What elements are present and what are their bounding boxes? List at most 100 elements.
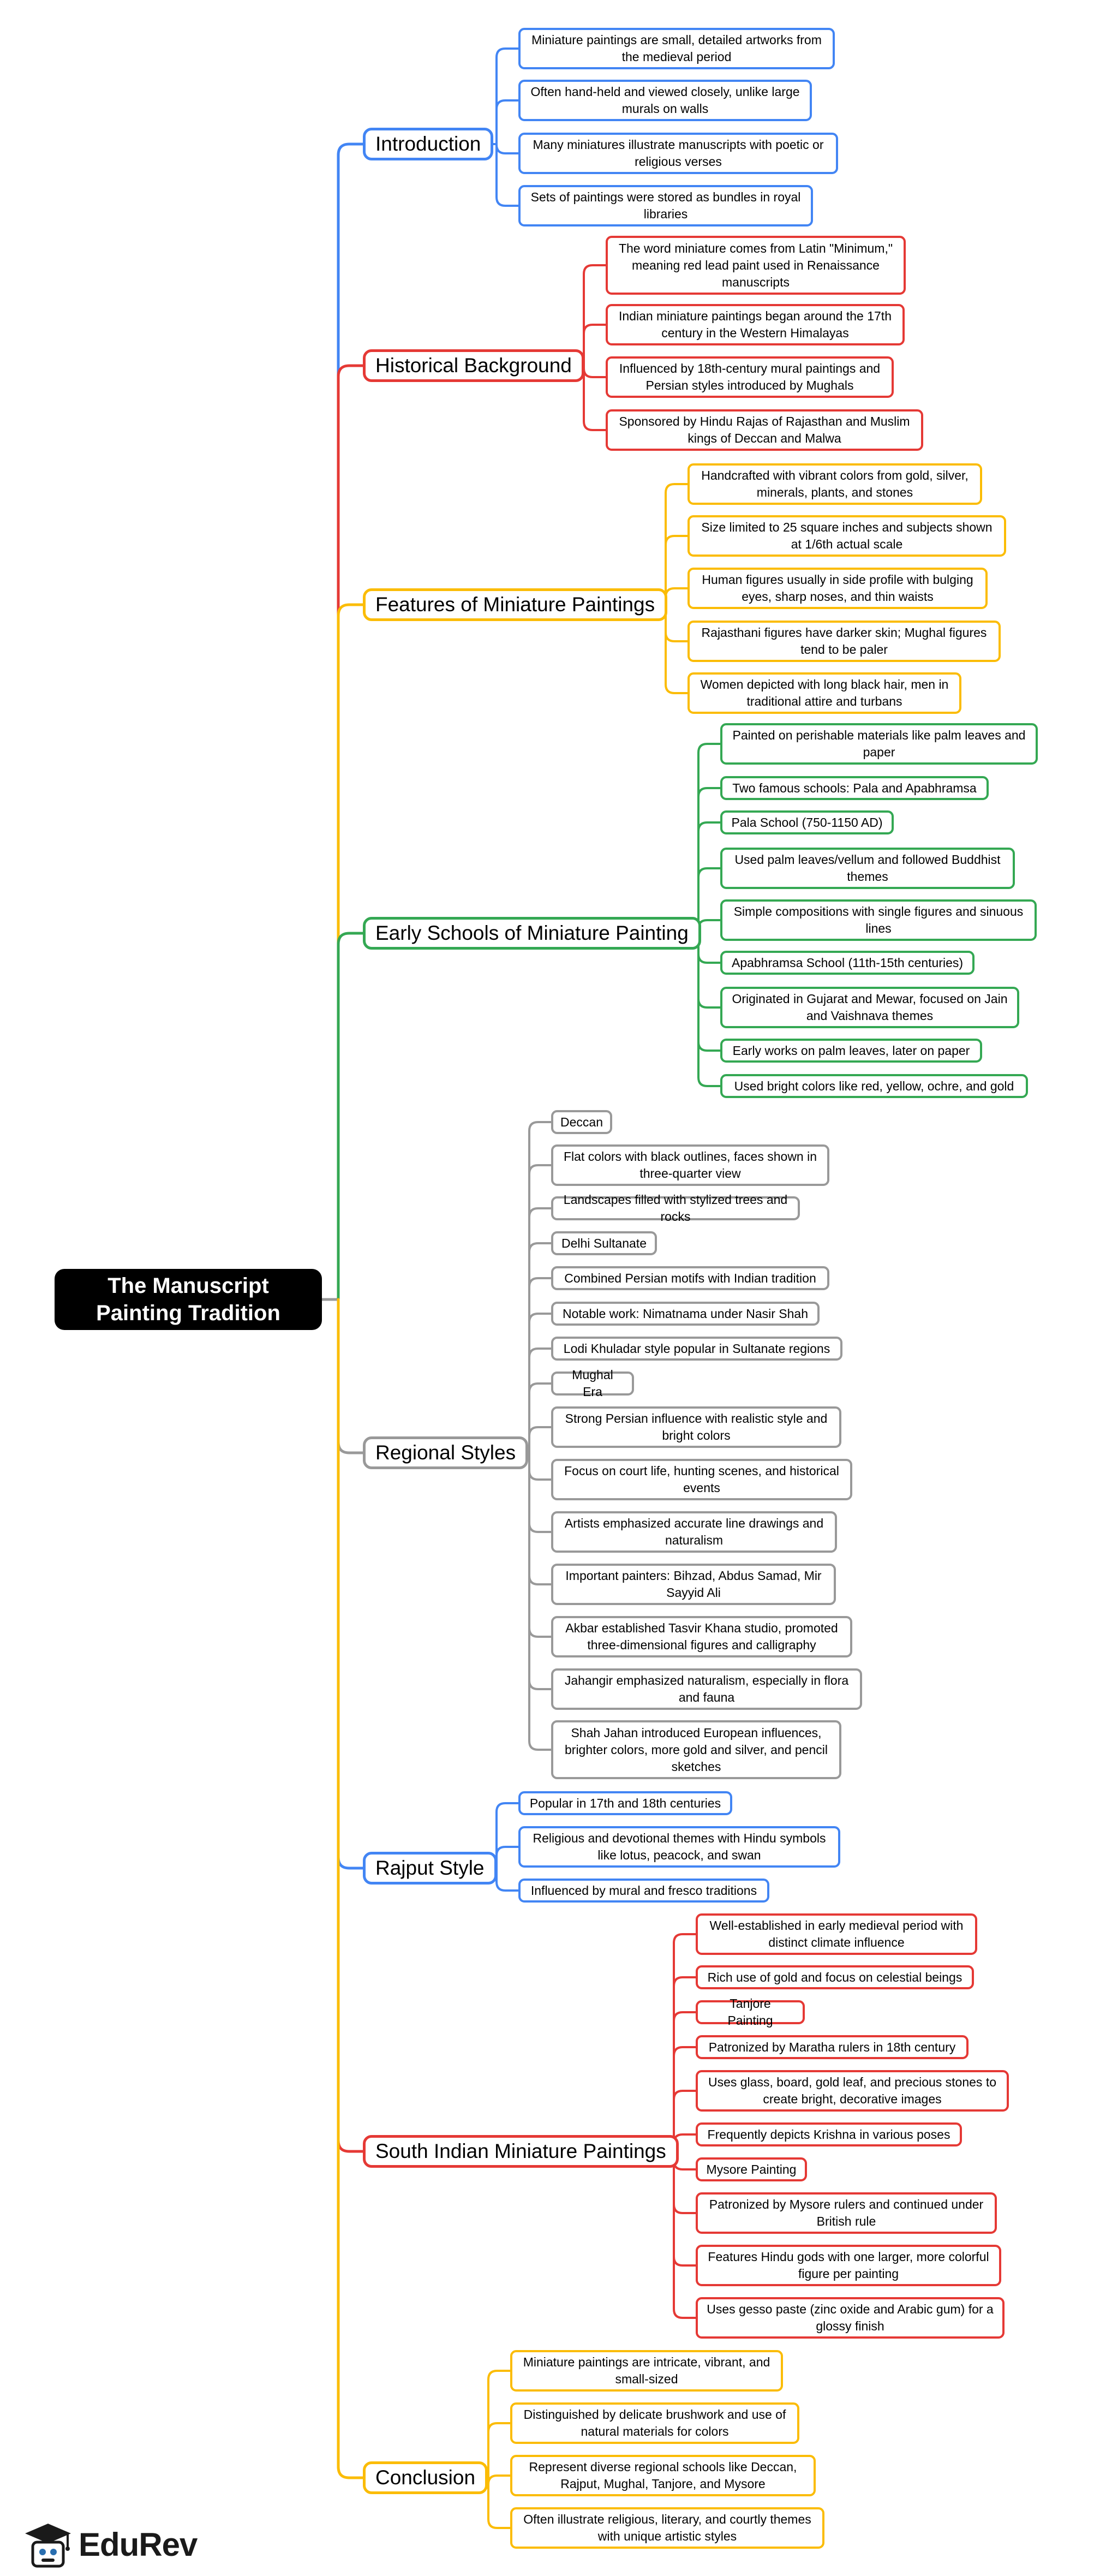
connector (583, 264, 607, 367)
connector (487, 2370, 511, 2479)
connector (337, 932, 364, 1301)
leaf-node: Rich use of gold and focus on celestial … (696, 1965, 974, 1989)
connector (697, 743, 721, 934)
leaf-node: The word miniature comes from Latin "Min… (606, 236, 906, 295)
leaf-node: Popular in 17th and 18th centuries (518, 1791, 732, 1815)
leaf-node: Tanjore Painting (696, 1996, 805, 2028)
leaf-node: Represent diverse regional schools like … (510, 2455, 816, 2496)
branch-features-of-miniature-paintings: Features of Miniature Paintings (363, 588, 668, 621)
connector (697, 932, 721, 964)
connector (528, 1452, 552, 1533)
connector (337, 1298, 364, 1870)
leaf-node: Artists emphasized accurate line drawing… (551, 1511, 837, 1553)
leaf-node: Mughal Era (551, 1368, 634, 1399)
connector (697, 919, 721, 934)
connector (528, 1207, 552, 1454)
branch-conclusion: Conclusion (363, 2461, 488, 2494)
leaf-node: Religious and devotional themes with Hin… (518, 1826, 840, 1868)
branch-early-schools-of-miniature-painting: Early Schools of Miniature Painting (363, 917, 701, 950)
connector (487, 2477, 511, 2529)
leaf-node: Often hand-held and viewed closely, unli… (518, 80, 812, 121)
leaf-node: Pala School (750-1150 AD) (720, 810, 894, 834)
edurev-logo: EduRev (21, 2517, 198, 2572)
leaf-node: Miniature paintings are intricate, vibra… (510, 2350, 783, 2392)
leaf-node: Uses glass, board, gold leaf, and precio… (696, 2070, 1009, 2112)
connector (697, 932, 721, 1009)
connector (583, 365, 607, 378)
leaf-node: Two famous schools: Pala and Apabhramsa (720, 776, 989, 800)
connector (495, 143, 519, 207)
leaf-node: Indian miniature paintings began around … (606, 304, 905, 345)
leaf-node: Rajasthani figures have darker skin; Mug… (688, 621, 1001, 662)
leaf-node: Influenced by 18th-century mural paintin… (606, 356, 894, 398)
connector (697, 821, 721, 934)
leaf-node: Akbar established Tasvir Khana studio, p… (551, 1616, 852, 1657)
connector (337, 1298, 364, 1454)
connector (495, 47, 519, 145)
connector (673, 2011, 697, 2152)
leaf-node: Combined Persian motifs with Indian trad… (551, 1266, 829, 1290)
leaf-node: Size limited to 25 square inches and sub… (688, 515, 1006, 557)
leaf-node: Well-established in early medieval perio… (696, 1913, 977, 1955)
leaf-node: Flat colors with black outlines, faces s… (551, 1144, 829, 1186)
leaf-node: Strong Persian influence with realistic … (551, 1406, 841, 1448)
connector (697, 787, 721, 934)
connector (528, 1121, 552, 1454)
leaf-node: Often illustrate religious, literary, an… (510, 2507, 824, 2549)
leaf-node: Important painters: Bihzad, Abdus Samad,… (551, 1564, 836, 1605)
connector (673, 2046, 697, 2152)
connector (495, 1867, 519, 1892)
leaf-node: Many miniatures illustrate manuscripts w… (518, 133, 838, 174)
connector (528, 1242, 552, 1454)
leaf-node: Uses gesso paste (zinc oxide and Arabic … (696, 2297, 1005, 2339)
leaf-node: Frequently depicts Krishna in various po… (696, 2122, 962, 2146)
leaf-node: Used palm leaves/vellum and followed Bud… (720, 848, 1015, 889)
connector (665, 535, 689, 606)
leaf-node: Painted on perishable materials like pal… (720, 723, 1038, 765)
connector (697, 867, 721, 934)
leaf-node: Features Hindu gods with one larger, mor… (696, 2245, 1001, 2286)
leaf-node: Influenced by mural and fresco tradition… (518, 1879, 769, 1903)
connector (673, 2150, 697, 2319)
connector (673, 1976, 697, 2152)
branch-rajput-style: Rajput Style (363, 1852, 497, 1885)
connector (528, 1347, 552, 1454)
connector (583, 365, 607, 431)
leaf-node: Used bright colors like red, yellow, och… (720, 1074, 1028, 1098)
connector (528, 1164, 552, 1454)
leaf-node: Distinguished by delicate brushwork and … (510, 2402, 799, 2444)
branch-south-indian-miniature-paintings: South Indian Miniature Paintings (363, 2135, 679, 2168)
leaf-node: Jahangir emphasized naturalism, especial… (551, 1668, 862, 1710)
leaf-node: Early works on palm leaves, later on pap… (720, 1039, 982, 1063)
connector (495, 99, 519, 145)
connector (528, 1313, 552, 1454)
connector (337, 1298, 364, 2153)
leaf-node: Notable work: Nimatnama under Nasir Shah (551, 1302, 820, 1326)
connector (665, 604, 689, 694)
leaf-node: Originated in Gujarat and Mewar, focused… (720, 987, 1019, 1028)
connector (697, 932, 721, 1052)
connector (487, 2422, 511, 2479)
leaf-node: Human figures usually in side profile wi… (688, 568, 988, 609)
connector (665, 604, 689, 642)
connector (487, 2474, 511, 2485)
connector (583, 324, 607, 367)
root-topic: The Manuscript Painting Tradition (55, 1269, 322, 1330)
brand-name: EduRev (79, 2526, 198, 2563)
branch-introduction: Introduction (363, 128, 494, 160)
leaf-node: Delhi Sultanate (551, 1231, 657, 1255)
leaf-node: Sponsored by Hindu Rajas of Rajasthan an… (606, 409, 923, 451)
connector (528, 1452, 552, 1585)
leaf-node: Shah Jahan introduced European influence… (551, 1720, 841, 1779)
connector (337, 1298, 364, 2479)
leaf-node: Mysore Painting (696, 2157, 807, 2181)
connector (528, 1382, 552, 1454)
graduation-cap-icon (25, 2524, 71, 2568)
connector (528, 1277, 552, 1454)
connector (337, 603, 364, 1301)
leaf-node: Patronized by Maratha rulers in 18th cen… (696, 2035, 969, 2059)
leaf-node: Apabhramsa School (11th-15th centuries) (720, 951, 975, 975)
connector (528, 1452, 552, 1751)
connector (665, 587, 689, 606)
